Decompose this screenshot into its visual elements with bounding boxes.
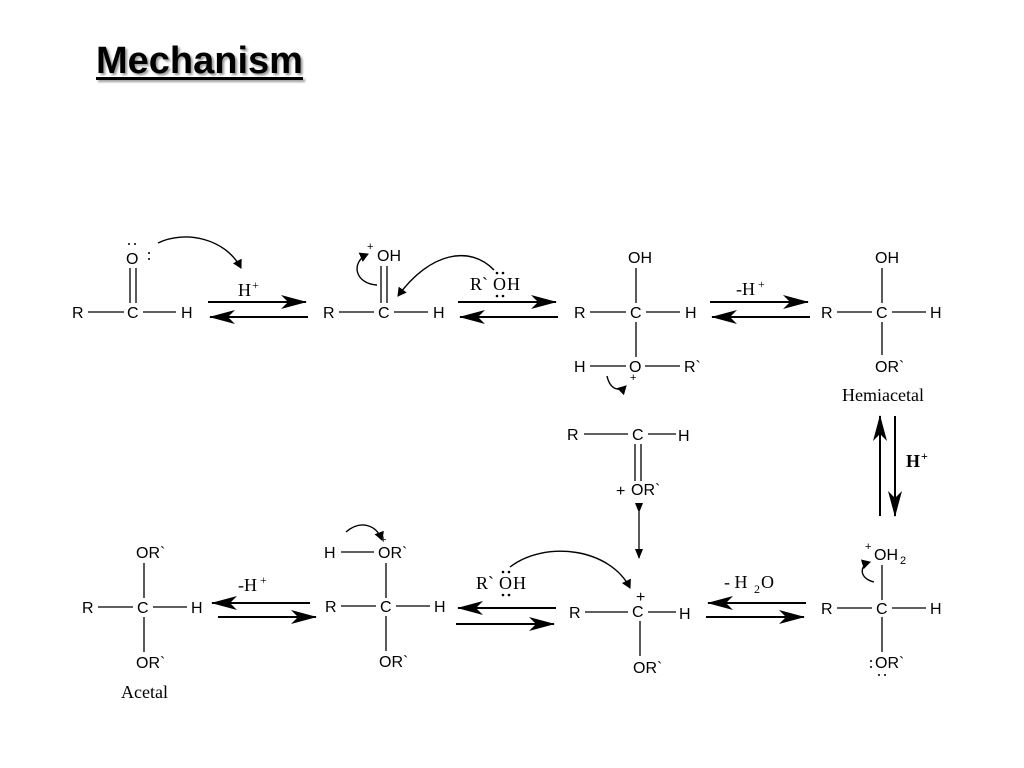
atom-h: H [434, 599, 446, 616]
step6-reagent-o: O [499, 573, 512, 593]
atom-r: R [574, 305, 586, 322]
step6-reagent-r: R` [476, 573, 494, 593]
step1-condition-sup: + [252, 278, 259, 292]
step7-condition-sup: + [260, 573, 267, 587]
atom-h: H [191, 600, 203, 617]
atom-r: R [82, 600, 94, 617]
atom-or: OR` [136, 655, 165, 672]
atom-oh2-sub: 2 [900, 555, 906, 567]
positive-charge: + [616, 483, 625, 500]
atom-or: OR` [631, 482, 660, 499]
protonated-carbonyl-structure: R C H OH + [323, 241, 495, 322]
positive-charge: + [380, 534, 386, 546]
atom-or: OR` [379, 654, 408, 671]
step4-condition-sup: + [921, 449, 928, 463]
slide-title: Mechanism [96, 40, 303, 82]
atom-oh: OH [875, 250, 899, 267]
oxocarbenium-structure: R C H + OR` + R C H OR` [509, 427, 691, 677]
step4-equilibrium-arrows: H + [873, 415, 928, 517]
step7-condition: -H [238, 575, 257, 595]
hemiacetal-label: Hemiacetal [842, 385, 924, 405]
step5-condition-end: O [761, 572, 774, 592]
step2-reagent-r: R` [470, 274, 488, 294]
step5-condition-sub: 2 [754, 582, 760, 596]
step1-condition: H [238, 280, 251, 300]
atom-c: C [137, 600, 149, 617]
atom-or: OR` [378, 545, 407, 562]
atom-c: C [876, 305, 888, 322]
atom-r: R [821, 305, 833, 322]
atom-o: O [629, 359, 641, 376]
acetal-label: Acetal [121, 682, 168, 702]
atom-c: C [632, 604, 644, 621]
atom-r: R [72, 305, 84, 322]
protonated-acetal-structure: H OR` + R C H OR` [324, 524, 446, 671]
step2-reagent-h: H [507, 274, 520, 294]
atom-oh2: OH [874, 547, 898, 564]
step7-equilibrium-arrows: -H + [211, 573, 317, 624]
step6-equilibrium-arrows: R` O H [456, 570, 556, 631]
atom-r: R [569, 605, 581, 622]
positive-charge: + [636, 589, 645, 606]
step2-equilibrium-arrows: R` O H [458, 271, 558, 324]
atom-oh: OH [628, 250, 652, 267]
atom-c: C [380, 599, 392, 616]
atom-c: C [632, 427, 644, 444]
atom-oh: OH [377, 248, 401, 265]
atom-h: H [433, 305, 445, 322]
step2-reagent-o: O [493, 274, 506, 294]
positive-charge: + [865, 541, 871, 553]
atom-h: H [930, 601, 942, 618]
step3-condition: -H [736, 279, 755, 299]
atom-c: C [630, 305, 642, 322]
atom-c: C [378, 305, 390, 322]
atom-r: R [323, 305, 335, 322]
step6-reagent-h: H [513, 573, 526, 593]
atom-r: R [325, 599, 337, 616]
atom-or: OR` [875, 655, 904, 672]
atom-r: R [567, 427, 579, 444]
step5-equilibrium-arrows: - H 2 O [706, 572, 806, 624]
hemiacetal-structure: OH R C H OR` Hemiacetal [821, 250, 942, 405]
atom-h: H [181, 305, 193, 322]
atom-r: R [821, 601, 833, 618]
atom-h: H [574, 359, 586, 376]
step4-condition: H [906, 451, 920, 471]
atom-h: H [679, 606, 691, 623]
atom-or: OR` [633, 660, 662, 677]
atom-h: H [930, 305, 942, 322]
atom-c: C [876, 601, 888, 618]
atom-h: H [324, 545, 336, 562]
acetal-structure: OR` R C H OR` Acetal [82, 545, 203, 702]
positive-charge: + [630, 372, 636, 384]
aldehyde-structure: R C H O [72, 236, 242, 322]
oxonium-intermediate-structure: OH R C H H O R` + [574, 250, 701, 396]
atom-o: O [126, 251, 138, 268]
positive-charge: + [367, 241, 373, 253]
atom-c: C [127, 305, 139, 322]
atom-or: OR` [136, 545, 165, 562]
atom-h: H [685, 305, 697, 322]
step3-equilibrium-arrows: -H + [710, 277, 810, 324]
protonated-hemiacetal-structure: + OH 2 R C H OR` [821, 541, 942, 676]
atom-or: OR` [875, 359, 904, 376]
atom-r-prime: R` [684, 359, 701, 376]
step1-equilibrium-arrows: H + [208, 278, 308, 324]
step5-condition: - H [724, 572, 748, 592]
atom-h: H [678, 428, 690, 445]
step3-condition-sup: + [758, 277, 765, 291]
